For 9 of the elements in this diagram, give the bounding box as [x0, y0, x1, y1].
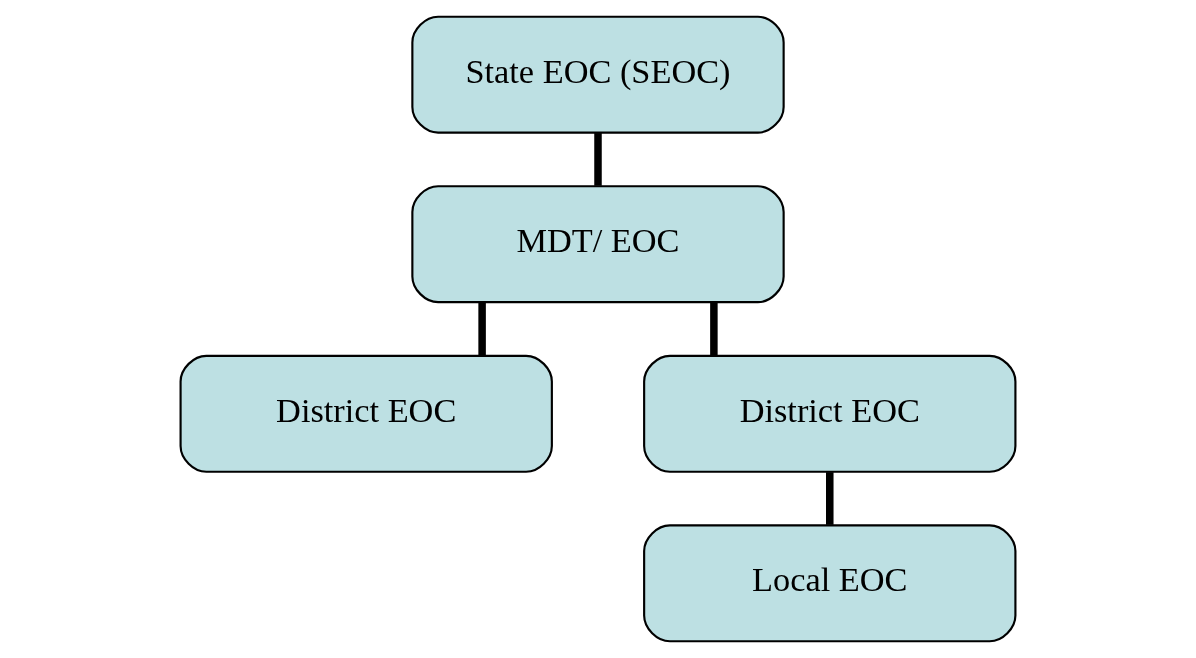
connector	[594, 133, 602, 186]
connector	[478, 302, 486, 356]
node-box: District EOC	[643, 354, 1017, 473]
connector	[826, 472, 834, 525]
connector	[710, 302, 718, 356]
node-box: Local EOC	[643, 524, 1017, 643]
node-box: State EOC (SEOC)	[411, 15, 785, 134]
node-box: MDT/ EOC	[411, 185, 785, 304]
node-box: District EOC	[179, 354, 553, 473]
